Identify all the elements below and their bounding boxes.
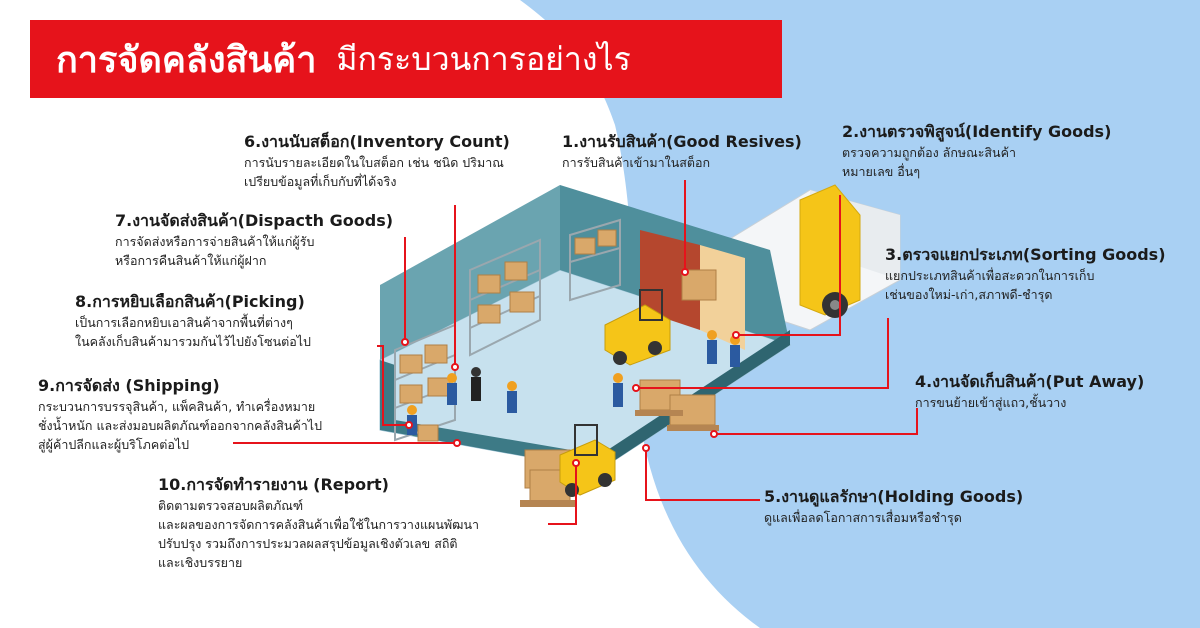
callout-step-3: 3.ตรวจแยกประเภท(Sorting Goods) แยกประเภท… xyxy=(885,244,1166,304)
step-8-desc-line: เป็นการเลือกหยิบเอาสินค้าจากพื้นที่ต่างๆ xyxy=(75,315,293,330)
callout-step-6: 6.งานนับสต็อก(Inventory Count) การนับราย… xyxy=(244,131,510,191)
step-3-desc-line: เช่นของใหม่-เก่า,สภาพดี-ชำรุด xyxy=(885,287,1053,302)
step-7-desc-line: การจัดส่งหรือการจ่ายสินค้าให้แก่ผู้รับ xyxy=(115,234,315,249)
step-2-desc-line: ตรวจความถูกต้อง ลักษณะสินค้า xyxy=(842,145,1016,160)
callout-step-1: 1.งานรับสินค้า(Good Resives) การรับสินค้… xyxy=(562,131,802,172)
step-8-heading: 8.การหยิบเลือกสินค้า(Picking) xyxy=(75,292,305,311)
step-8-desc-line: ในคลังเก็บสินค้ามารวมกันไว้ไปยังโซนต่อไป xyxy=(75,334,311,349)
callout-step-9: 9.การจัดส่ง (Shipping) กระบวนการบรรจุสิน… xyxy=(38,375,322,454)
title-banner: การจัดคลังสินค้า มีกระบวนการอย่างไร xyxy=(30,20,782,98)
step-10-desc-line: ติดตามตรวจสอบผลิตภัณฑ์ xyxy=(158,498,304,513)
page-title: การจัดคลังสินค้า xyxy=(56,39,317,81)
step-3-desc-line: แยกประเภทสินค้าเพื่อสะดวกในการเก็บ xyxy=(885,268,1095,283)
step-10-desc-line: และผลของการจัดการคลังสินค้าเพื่อใช้ในการ… xyxy=(158,517,480,532)
step-10-desc-line: และเชิงบรรยาย xyxy=(158,555,243,570)
callout-step-7: 7.งานจัดส่งสินค้า(Dispacth Goods) การจัด… xyxy=(115,210,393,270)
step-2-heading: 2.งานตรวจพิสูจน์(Identify Goods) xyxy=(842,122,1112,141)
step-9-desc-line: สู่ผู้ค้าปลีกและผู้บริโภคต่อไป xyxy=(38,437,190,452)
step-10-desc-line: ปรับปรุง รวมถึงการประมวลผลสรุปข้อมูลเชิง… xyxy=(158,536,458,551)
step-1-heading: 1.งานรับสินค้า(Good Resives) xyxy=(562,132,802,151)
step-6-heading: 6.งานนับสต็อก(Inventory Count) xyxy=(244,132,510,151)
step-3-heading: 3.ตรวจแยกประเภท(Sorting Goods) xyxy=(885,245,1166,264)
step-4-heading: 4.งานจัดเก็บสินค้า(Put Away) xyxy=(915,372,1145,391)
step-9-heading: 9.การจัดส่ง (Shipping) xyxy=(38,376,220,395)
step-6-desc-line: การนับรายละเอียดในใบสต็อก เช่น ชนิด ปริม… xyxy=(244,155,504,170)
step-4-desc-line: การขนย้ายเข้าสู่แถว,ชั้นวาง xyxy=(915,395,1067,410)
step-7-desc-line: หรือการคืนสินค้าให้แก่ผู้ฝาก xyxy=(115,253,267,268)
callout-step-4: 4.งานจัดเก็บสินค้า(Put Away) การขนย้ายเข… xyxy=(915,371,1144,412)
step-7-heading: 7.งานจัดส่งสินค้า(Dispacth Goods) xyxy=(115,211,394,230)
step-1-desc-line: การรับสินค้าเข้ามาในสต็อก xyxy=(562,155,711,170)
step-9-desc-line: ชั่งน้ำหนัก และส่งมอบผลิตภัณฑ์ออกจากคลัง… xyxy=(38,418,323,433)
callout-step-8: 8.การหยิบเลือกสินค้า(Picking) เป็นการเลื… xyxy=(75,291,311,351)
step-5-desc-line: ดูแลเพื่อลดโอกาสการเสื่อมหรือชำรุด xyxy=(764,510,962,525)
step-6-desc-line: เปรียบข้อมูลที่เก็บกับที่ได้จริง xyxy=(244,174,397,189)
step-10-heading: 10.การจัดทำรายงาน (Report) xyxy=(158,475,389,494)
callout-step-2: 2.งานตรวจพิสูจน์(Identify Goods) ตรวจควา… xyxy=(842,121,1111,181)
callout-step-5: 5.งานดูแลรักษา(Holding Goods) ดูแลเพื่อล… xyxy=(764,486,1023,527)
callout-step-10: 10.การจัดทำรายงาน (Report) ติดตามตรวจสอบ… xyxy=(158,474,479,572)
step-9-desc-line: กระบวนการบรรจุสินค้า, แพ็คสินค้า, ทำเครื… xyxy=(38,399,316,414)
page-subtitle: มีกระบวนการอย่างไร xyxy=(336,39,631,78)
step-2-desc-line: หมายเลข อื่นๆ xyxy=(842,164,921,179)
step-5-heading: 5.งานดูแลรักษา(Holding Goods) xyxy=(764,487,1024,506)
